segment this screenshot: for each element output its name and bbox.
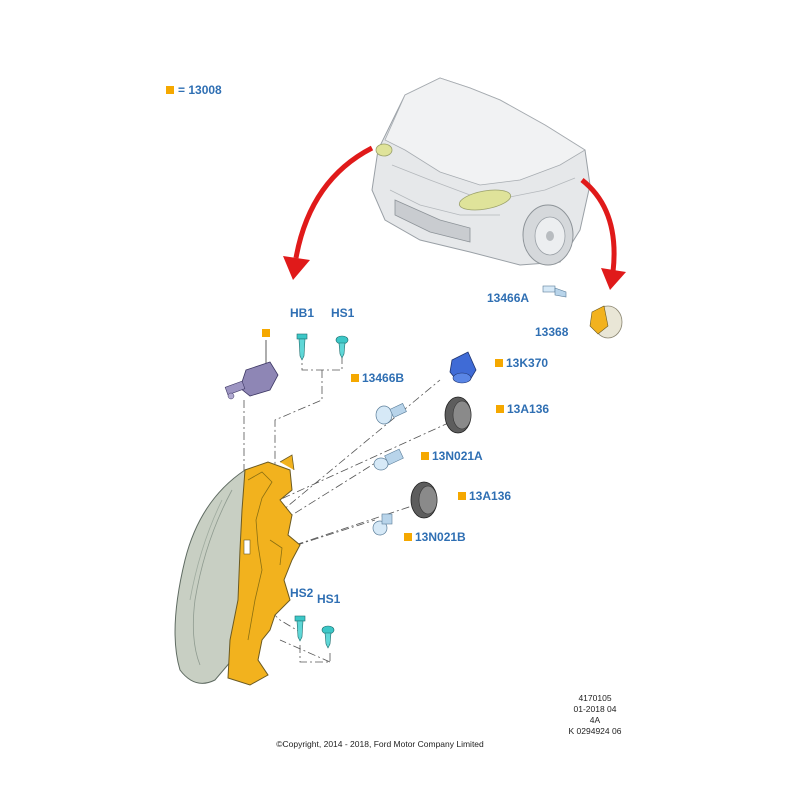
marker-13a136-upper (496, 405, 504, 413)
callout-13466b: 13466B (362, 371, 405, 385)
vehicle-front-illustration (371, 77, 591, 266)
marker-13n021b (404, 533, 412, 541)
bulb-13n021b (372, 513, 393, 536)
bulb-13466b (375, 403, 407, 425)
screw-hs1-bottom (321, 625, 335, 649)
callout-13n021a: 13N021A (432, 449, 483, 463)
bulb-13n021a (373, 448, 404, 471)
marker-13466b (351, 374, 359, 382)
info-line-1: 4170105 (578, 693, 612, 703)
marker-13n021a (421, 452, 429, 460)
side-marker-13368 (589, 305, 623, 339)
vehicle-headlamp-right (458, 189, 512, 211)
callout-hs2: HS2 (290, 586, 314, 600)
callout-13a136-upper: 13A136 (507, 402, 550, 416)
callout-13466a: 13466A (487, 291, 530, 305)
callout-hs1-bottom: HS1 (317, 592, 341, 606)
leveling-motor (224, 340, 279, 400)
red-arrows (283, 145, 626, 290)
arrow-right (580, 178, 617, 273)
screw-hs1-top (335, 335, 349, 359)
callout-13k370: 13K370 (506, 356, 549, 370)
callout-13a136-lower: 13A136 (469, 489, 512, 503)
socket-13k370 (449, 351, 477, 384)
callout-hb1: HB1 (290, 306, 315, 320)
marker-leveling-motor (262, 329, 270, 337)
info-block: 4170105 01-2018 04 4A K 0294924 06 (555, 693, 635, 737)
info-line-3: 4A (589, 715, 601, 725)
cover-13a136-lower (410, 481, 438, 519)
headlamp-lens (174, 469, 246, 684)
vehicle-headlamp-left (375, 143, 393, 157)
headlamp-assembly (174, 454, 301, 686)
callout-13368: 13368 (535, 325, 569, 339)
marker-13a136-lower (458, 492, 466, 500)
screw-hb1 (296, 333, 308, 361)
bulb-13466a (542, 285, 567, 298)
legend-text: = 13008 (178, 83, 222, 97)
callout-13n021b: 13N021B (415, 530, 466, 544)
marker-13k370 (495, 359, 503, 367)
headlamp-housing (227, 461, 301, 686)
screw-hs2 (294, 615, 306, 642)
copyright-text: ©Copyright, 2014 - 2018, Ford Motor Comp… (276, 739, 484, 749)
info-line-2: 01-2018 04 (573, 704, 617, 714)
callout-hs1-top: HS1 (331, 306, 355, 320)
info-line-4: K 0294924 06 (568, 726, 622, 736)
arrow-left (293, 145, 374, 259)
cover-13a136-upper (444, 396, 472, 434)
legend-marker (166, 86, 174, 94)
